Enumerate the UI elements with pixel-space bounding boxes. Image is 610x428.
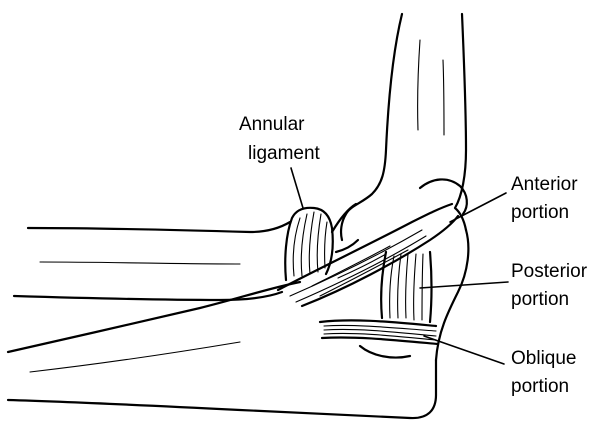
radius-bone	[14, 222, 290, 300]
annular-ligament	[285, 208, 333, 280]
oblique-label-line2: portion	[511, 376, 569, 397]
annular-leader-line	[291, 168, 303, 208]
oblique-portion-ligament	[320, 320, 438, 344]
anterior-label-line1: Anterior	[511, 174, 578, 195]
posterior-label-line2: portion	[511, 289, 569, 310]
posterior-leader-line	[420, 282, 508, 288]
ulna-bone	[8, 282, 436, 418]
annular-label-line2: ligament	[248, 143, 321, 164]
annular-label-line1: Annular	[239, 114, 305, 135]
anterior-leader-line	[450, 193, 506, 222]
radial-head-region	[332, 204, 358, 252]
oblique-label-line1: Oblique	[511, 348, 577, 369]
posterior-label-line1: Posterior	[511, 261, 588, 282]
anterior-label-line2: portion	[511, 202, 569, 223]
labels: Annular ligament Anterior portion Poster…	[239, 114, 588, 397]
